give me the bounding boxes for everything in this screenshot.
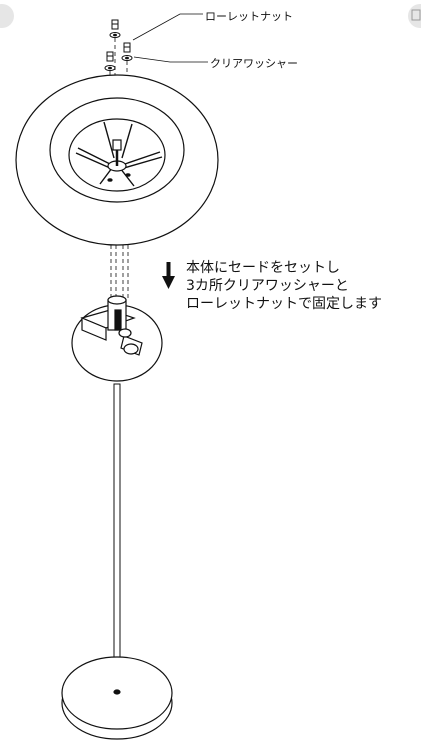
instruction-line-3: ローレットナットで固定します	[186, 296, 382, 312]
instruction-text: 本体にセードをセットし 3カ所クリアワッシャーと ローレットナットで固定します	[186, 259, 382, 313]
clear-washer-left	[109, 32, 121, 38]
lamp-base	[61, 656, 173, 740]
clear-washer-bottom	[104, 65, 116, 71]
lamp-shade	[15, 74, 219, 246]
knurled-nut-left	[111, 19, 119, 30]
callout-clear-washer: クリアワッシャー	[210, 57, 298, 70]
corner-circle-right	[408, 4, 421, 28]
corner-step-icon	[411, 9, 421, 21]
assembly-lines-middle	[110, 245, 129, 300]
lamp-head-bracket	[71, 295, 163, 382]
corner-circle-left	[0, 4, 14, 28]
instruction-line-1: 本体にセードをセットし	[186, 260, 340, 276]
down-arrow-icon	[162, 262, 175, 289]
callout-knurled-nut: ローレットナット	[205, 10, 293, 23]
knurled-nut-center	[123, 42, 131, 53]
leader-line-nut	[132, 13, 203, 41]
knurled-nut-bottom	[106, 51, 114, 62]
clear-washer-center	[121, 55, 133, 61]
lamp-pole	[113, 383, 121, 693]
leader-line-washer	[133, 56, 208, 63]
instruction-line-2: 3カ所クリアワッシャーと	[186, 278, 349, 294]
